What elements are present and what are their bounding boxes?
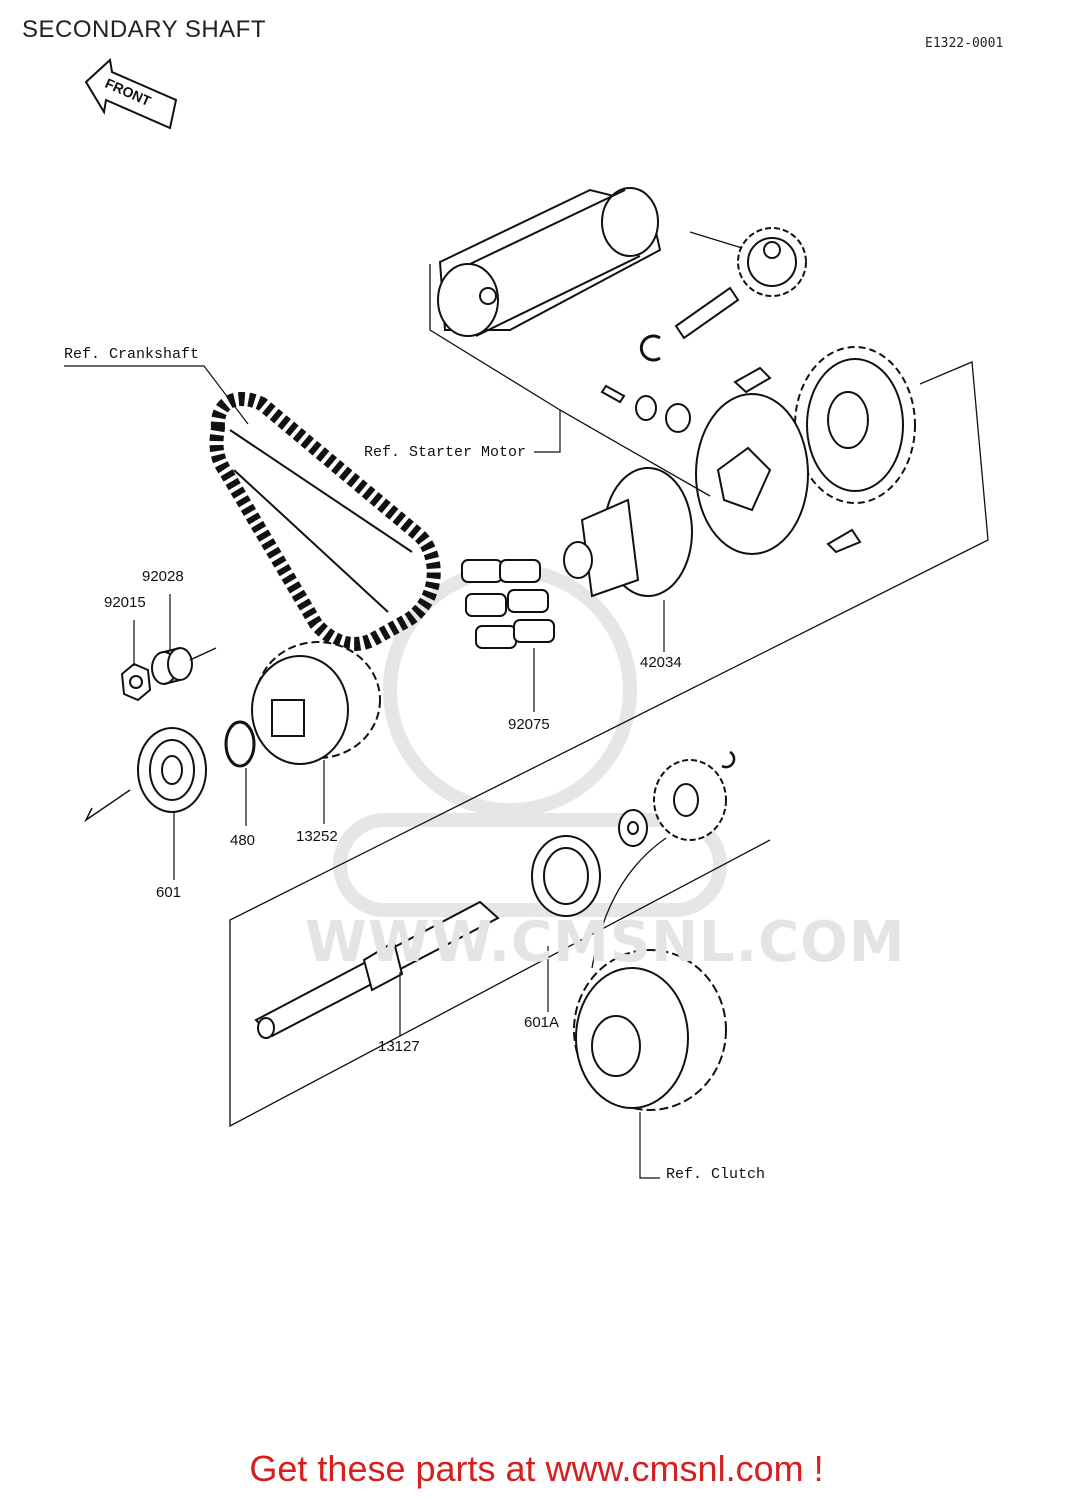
starter-idler-gear-icon	[737, 227, 807, 297]
circlip-icon	[639, 334, 661, 362]
part-label-601: 601	[156, 884, 182, 901]
starter-clutch-gear-icon	[794, 346, 916, 504]
watermark-text: WWW.CMSNL.COM	[305, 910, 906, 975]
diagram-code: E1322-0001	[925, 36, 1004, 51]
ref-crankshaft-label: Ref. Crankshaft	[64, 346, 200, 363]
part-label-13252: 13252	[296, 828, 338, 845]
starter-motor-icon	[437, 187, 662, 337]
part-13252-icon	[251, 641, 381, 765]
ref-clutch-label: Ref. Clutch	[666, 1166, 766, 1183]
roller-icon	[635, 395, 691, 433]
clutch-housing-icon	[573, 949, 727, 1111]
part-601-icon	[137, 727, 207, 813]
part-13127-icon	[254, 900, 500, 1039]
cta-link[interactable]: Get these parts at www.cmsnl.com !	[249, 1448, 824, 1489]
part-label-13127: 13127	[378, 1038, 420, 1055]
part-label-42034: 42034	[640, 654, 682, 671]
snap-ring-icon	[721, 750, 736, 769]
washer-icon	[618, 809, 648, 847]
axis-arrow	[84, 789, 131, 823]
axis-line	[189, 647, 217, 661]
part-480-icon	[224, 720, 256, 768]
idler-shaft-pin-icon	[674, 286, 740, 340]
part-92015-icon	[120, 662, 152, 702]
assembly-frame-lines	[229, 231, 989, 1128]
part-42034-icon	[563, 467, 693, 598]
small-gear-icon	[653, 759, 727, 841]
starter-clutch-body-icon	[695, 393, 809, 555]
part-label-92075: 92075	[508, 716, 550, 733]
ref-starter-motor-label: Ref. Starter Motor	[364, 444, 527, 461]
primary-chain-icon	[209, 392, 441, 651]
part-601A-icon	[531, 835, 601, 917]
front-arrow-icon	[84, 58, 178, 130]
part-label-92028: 92028	[142, 568, 184, 585]
leader-lines	[64, 365, 665, 1179]
bolt-icon	[600, 366, 862, 554]
part-label-601A: 601A	[524, 1014, 560, 1031]
part-label-480: 480	[230, 832, 256, 849]
part-92028-icon	[151, 647, 193, 685]
part-label-92015: 92015	[104, 594, 146, 611]
page-title: SECONDARY SHAFT	[22, 16, 266, 43]
part-92075-icon	[461, 559, 555, 649]
